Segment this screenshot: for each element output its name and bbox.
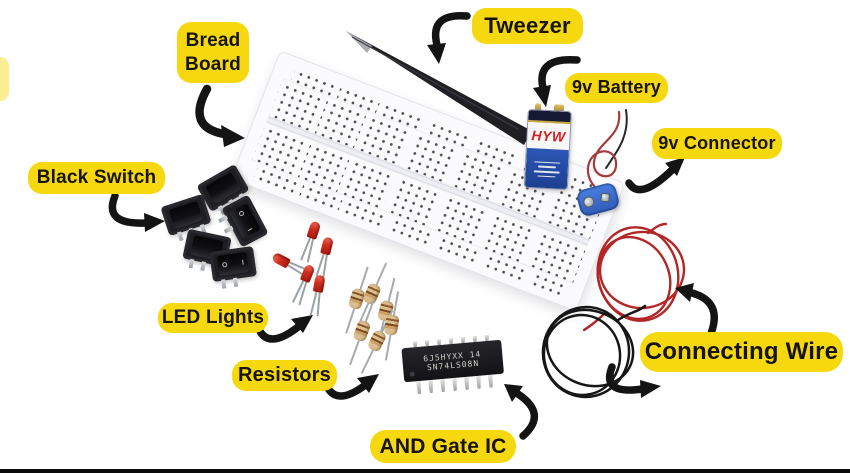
label-bread-board-line1: Bread	[185, 30, 241, 52]
arrow-tweezer	[427, 12, 471, 64]
arrow-and-gate-ic	[504, 384, 538, 440]
bottom-black-bar	[0, 469, 850, 473]
label-tweezer: Tweezer	[472, 8, 583, 44]
connector-wire-photo	[586, 109, 628, 194]
arrow-9v-battery	[533, 56, 581, 107]
label-and-gate-ic: AND Gate IC	[370, 430, 516, 463]
tweezer-photo	[346, 31, 532, 145]
arrow-connecting-wire-black	[606, 363, 661, 398]
label-led-lights: LED Lights	[158, 303, 268, 333]
partial-label-left-edge	[0, 57, 9, 101]
arrow-9v-connector	[625, 157, 685, 194]
label-9v-connector: 9v Connector	[652, 128, 782, 159]
label-bread-board: Bread Board	[177, 22, 249, 83]
label-bread-board-line2: Board	[185, 53, 241, 75]
label-resistors: Resistors	[232, 360, 337, 391]
arrow-bread-board	[195, 84, 245, 147]
black-wire-coil-photo	[541, 304, 647, 399]
red-wire-coil-photo	[582, 222, 686, 332]
label-black-switch: Black Switch	[28, 162, 165, 194]
label-connecting-wire: Connecting Wire	[640, 332, 843, 372]
label-9v-battery: 9v Battery	[565, 73, 668, 103]
arrow-black-switch	[108, 192, 165, 232]
arrow-connecting-wire-red	[675, 283, 718, 340]
